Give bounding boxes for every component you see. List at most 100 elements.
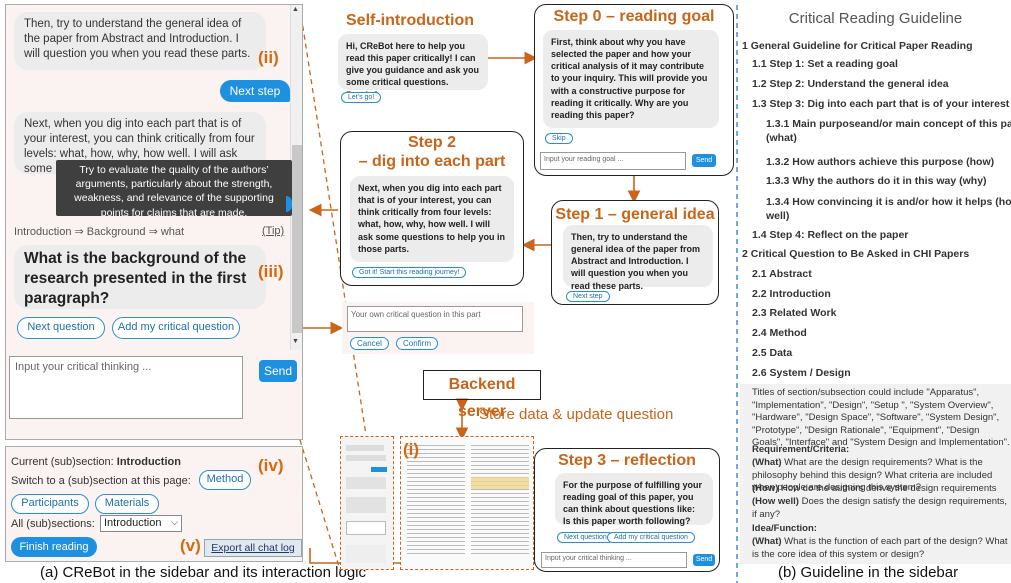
guideline-item[interactable]: well) [766,210,790,222]
guideline-item[interactable]: 1.3.1 Main purposeand/or main concept of… [766,118,1011,130]
send-button[interactable]: Send [259,360,297,382]
caption-a: (a) CReBot in the sidebar and its intera… [40,564,367,581]
guideline-item[interactable]: 2.1 Abstract [752,268,812,280]
step0-send-button[interactable]: Send [692,154,716,167]
step1-next-step-button[interactable]: Next step [566,291,610,302]
guideline-title: Critical Reading Guideline [788,10,963,27]
req-howwell-text: Does the design satisfy the design requi… [752,496,1008,520]
own-question-input[interactable]: Your own critical question in this part [347,306,523,332]
guideline-item[interactable]: (what) [766,132,797,144]
paper-thumbnail [400,436,534,570]
self-intro-text: Hi, CReBot here to help you read this pa… [338,34,488,100]
bubble-general-idea: Then, try to understand the general idea… [14,12,266,70]
current-section: Current (sub)section: Introduction [11,456,181,468]
step1-text: Then, try to understand the general idea… [563,225,713,291]
thumb-line-6 [346,521,386,535]
add-critical-question-button[interactable]: Add my critical question [112,317,240,339]
reading-goal-input[interactable]: Input your reading goal ... [540,152,686,170]
req-what-text: What are the design requirements? What i… [752,457,993,494]
thumb-line-2 [346,455,386,461]
guideline-item[interactable]: 1.1 Step 1: Set a reading goal [752,58,898,70]
backend-server-box: Backend server [423,370,541,420]
requirement-how-well: (How well) Does the design satisfy the d… [752,496,1010,521]
paper-highlight [471,477,529,489]
section-path: Introduction ⇒ Background ⇒ what [14,226,185,238]
req-how-label: (How) [752,483,779,494]
idea-title: Idea/Function: [752,523,817,534]
finish-reading-button[interactable]: Finish reading [11,537,97,557]
idea-what: (What) What is the function of each part… [752,536,1010,561]
thumb-line-3 [371,467,387,472]
marker-v: (v) [180,536,201,555]
store-data-label: Store data & update question [479,406,674,423]
guideline-item[interactable]: 1 General Guideline for Critical Paper R… [742,40,973,52]
requirement-how: (How) How do the authors derive the desi… [752,483,1011,496]
all-sections-label: All (sub)sections: [11,518,95,530]
self-intro-title: Self-introduction [346,12,474,29]
step1-title: Step 1 – general idea [555,206,715,223]
thumb-line-1 [346,445,384,451]
question-bubble: What is the background of the research p… [14,245,266,309]
guideline-item[interactable]: 2.4 Method [752,327,807,339]
scroll-up-icon[interactable]: ▲ [292,6,299,13]
bubble-dig-tail: some [24,162,53,174]
step0-title: Step 0 – reading goal [553,8,715,25]
guideline-item[interactable]: 2.3 Related Work [752,307,837,319]
start-journey-button[interactable]: Got it! Start this reading journey! [352,267,467,278]
critical-thinking-input[interactable]: Input your critical thinking ... [9,356,243,419]
next-step-bubble[interactable]: Next step [220,80,290,102]
idea-what-label: (What) [752,536,782,547]
step2-text: Next, when you dig into each part that i… [350,176,514,262]
scroll-down-icon[interactable]: ▼ [292,338,299,345]
requirement-title: Requirement/Criteria: [752,444,850,455]
marker-iii: (iii) [258,262,284,281]
guideline-item[interactable]: 1.3.3 Why the authors do it in this way … [766,175,987,187]
export-chat-log-link[interactable]: Export all chat log [204,539,302,557]
marker-ii: (ii) [258,48,279,67]
paper-text-left [407,445,465,555]
all-sections-value: Introduction [104,517,162,529]
cancel-button[interactable]: Cancel [350,337,389,350]
req-what-label: (What) [752,457,782,468]
thumb-line-4 [346,477,386,489]
confirm-button[interactable]: Confirm [396,337,439,350]
marker-iv: (iv) [258,456,284,475]
step3-add-question[interactable]: Add my critical question [607,532,695,543]
step3-send-button[interactable]: Send [693,554,715,566]
design-section [740,384,1011,564]
next-question-button[interactable]: Next question [17,317,105,339]
marker-i: (i) [403,440,420,459]
guideline-item[interactable]: 2.6 System / Design [752,367,851,379]
guideline-item[interactable]: 1.3.4 How convincing it is and/or how it… [766,196,1011,208]
tooltip-text: Try to evaluate the quality of the autho… [74,164,274,219]
skip-button[interactable]: Skip [545,133,573,144]
guideline-item[interactable]: 2 Critical Question to Be Asked in CHI P… [742,248,970,260]
guideline-item[interactable]: 1.4 Step 4: Reflect on the paper [752,229,909,241]
tip-link[interactable]: (Tip) [262,225,285,237]
current-section-label: Current (sub)section: [11,456,114,468]
materials-button[interactable]: Materials [95,494,159,514]
tip-tooltip: Try to evaluate the quality of the autho… [56,160,292,219]
lets-go-button[interactable]: Let's go! [341,92,382,103]
step0-text: First, think about why you have selected… [543,30,719,128]
step2-title-1: Step 2 [407,134,456,151]
guideline-item[interactable]: 1.3.2 How authors achieve this purpose (… [766,156,995,168]
scroll-thumb[interactable] [292,145,302,333]
req-howwell-label: (How well) [752,496,799,507]
idea-what-text: What is the function of each part of the… [752,536,1008,560]
step3-text: For the purpose of fulfilling your readi… [555,473,713,526]
step3-input[interactable]: Input your critical thinking ... [541,552,687,568]
guideline-item[interactable]: 2.5 Data [752,347,793,359]
all-sections-select[interactable]: Introduction ⌵ [100,515,182,532]
method-button[interactable]: Method [199,470,251,490]
step3-next-question[interactable]: Next question [557,532,614,543]
chevron-down-icon: ⌵ [171,517,178,527]
sidebar-thumbnail [340,436,394,570]
guideline-item[interactable]: 2.2 Introduction [752,288,831,300]
guideline-item[interactable]: 1.3 Step 3: Dig into each part that is o… [752,98,1010,110]
req-how-text: How do the authors derive the design req… [778,483,997,494]
guideline-item[interactable]: 1.2 Step 2: Understand the general idea [752,78,949,90]
current-section-value: Introduction [116,456,181,468]
tooltip-blue-tail [286,196,292,212]
participants-button[interactable]: Participants [11,494,89,514]
